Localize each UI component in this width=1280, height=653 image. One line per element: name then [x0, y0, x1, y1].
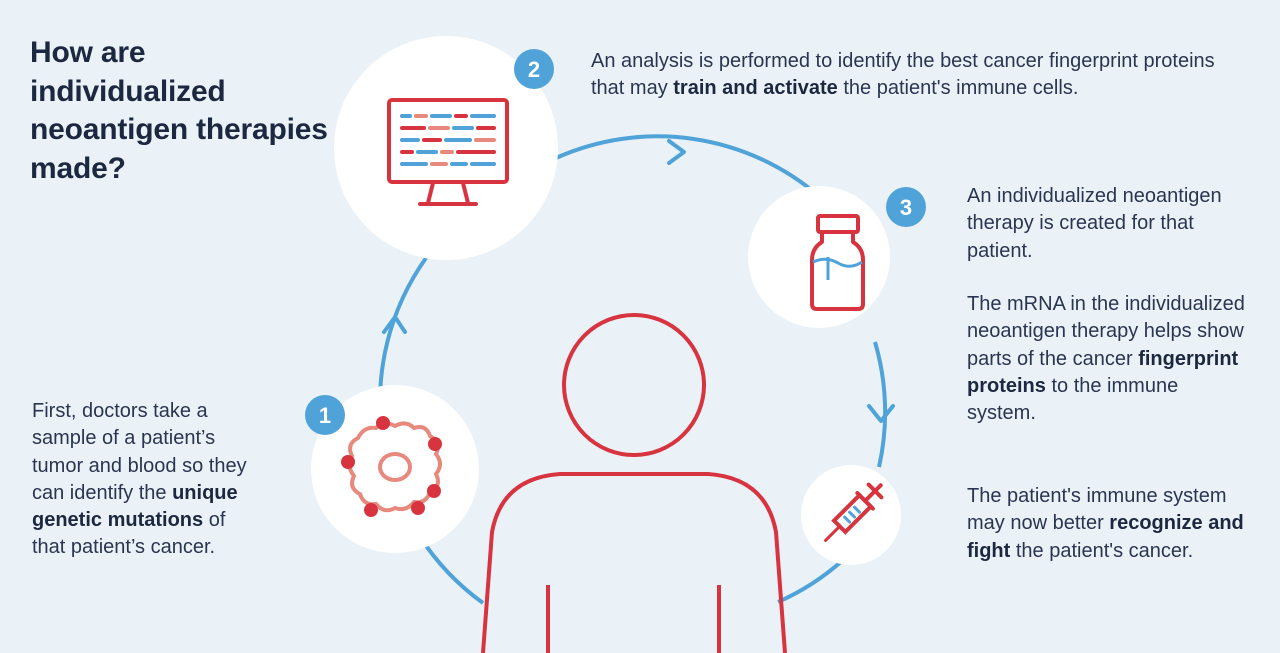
step1-text-b: of that patient’s cancer. [32, 509, 226, 559]
data-lines [400, 114, 496, 166]
step2-text-bold: train and activate [673, 77, 838, 100]
step3-number: 3 [900, 195, 912, 220]
step2-description: An analysis is performed to identify the… [591, 48, 1251, 103]
mrna-text-bold: fingerprint proteins [967, 347, 1239, 397]
immune-text-a: The patient's immune system may now bett… [967, 485, 1227, 535]
step1-badge: 1 [305, 395, 345, 435]
mrna-text-b: to the immune system. [967, 374, 1179, 425]
person-icon [481, 313, 787, 653]
cycle-arc-right [873, 341, 888, 468]
arrow-down-icon [867, 404, 895, 423]
step2-number: 2 [528, 57, 540, 82]
arrow-up-icon [382, 315, 407, 334]
cycle-arrows [382, 139, 895, 423]
page-title: How are individualized neoantigen therap… [30, 36, 328, 185]
step1-circle [311, 385, 479, 553]
cell-dots [341, 416, 442, 517]
step1-number: 1 [319, 403, 331, 428]
step1-description: First, doctors take a sample of a patien… [32, 398, 262, 562]
monitor-icon [387, 98, 509, 206]
cycle-arc-bottom [777, 558, 845, 604]
step2-text-a: An analysis is performed to identify the… [591, 50, 1215, 100]
step3-description: An individualized neoantigen therapy is … [967, 185, 1222, 262]
mrna-text-a: The mRNA in the individualized neoantige… [967, 293, 1245, 370]
step1-text-bold: unique genetic mutations [32, 481, 238, 532]
step2-text-b: the patient's immune cells. [837, 77, 1079, 100]
cell-icon [341, 416, 442, 517]
step3-badge: 3 [886, 187, 926, 227]
step2-badge: 2 [514, 49, 554, 89]
step3-circle [748, 186, 890, 328]
immune-description: The patient's immune system may now bett… [967, 483, 1247, 565]
immune-text-bold: recognize and fight [967, 512, 1244, 562]
cycle-arc-top [555, 134, 822, 199]
mrna-description: The mRNA in the individualized neoantige… [967, 291, 1247, 427]
arrow-right-icon [667, 139, 686, 165]
immune-text-b: the patient's cancer. [1010, 539, 1194, 562]
syringe-icon [824, 482, 884, 542]
vial-icon [810, 214, 865, 311]
step2-circle [334, 36, 558, 260]
step1-text-a: First, doctors take a sample of a patien… [32, 400, 247, 504]
